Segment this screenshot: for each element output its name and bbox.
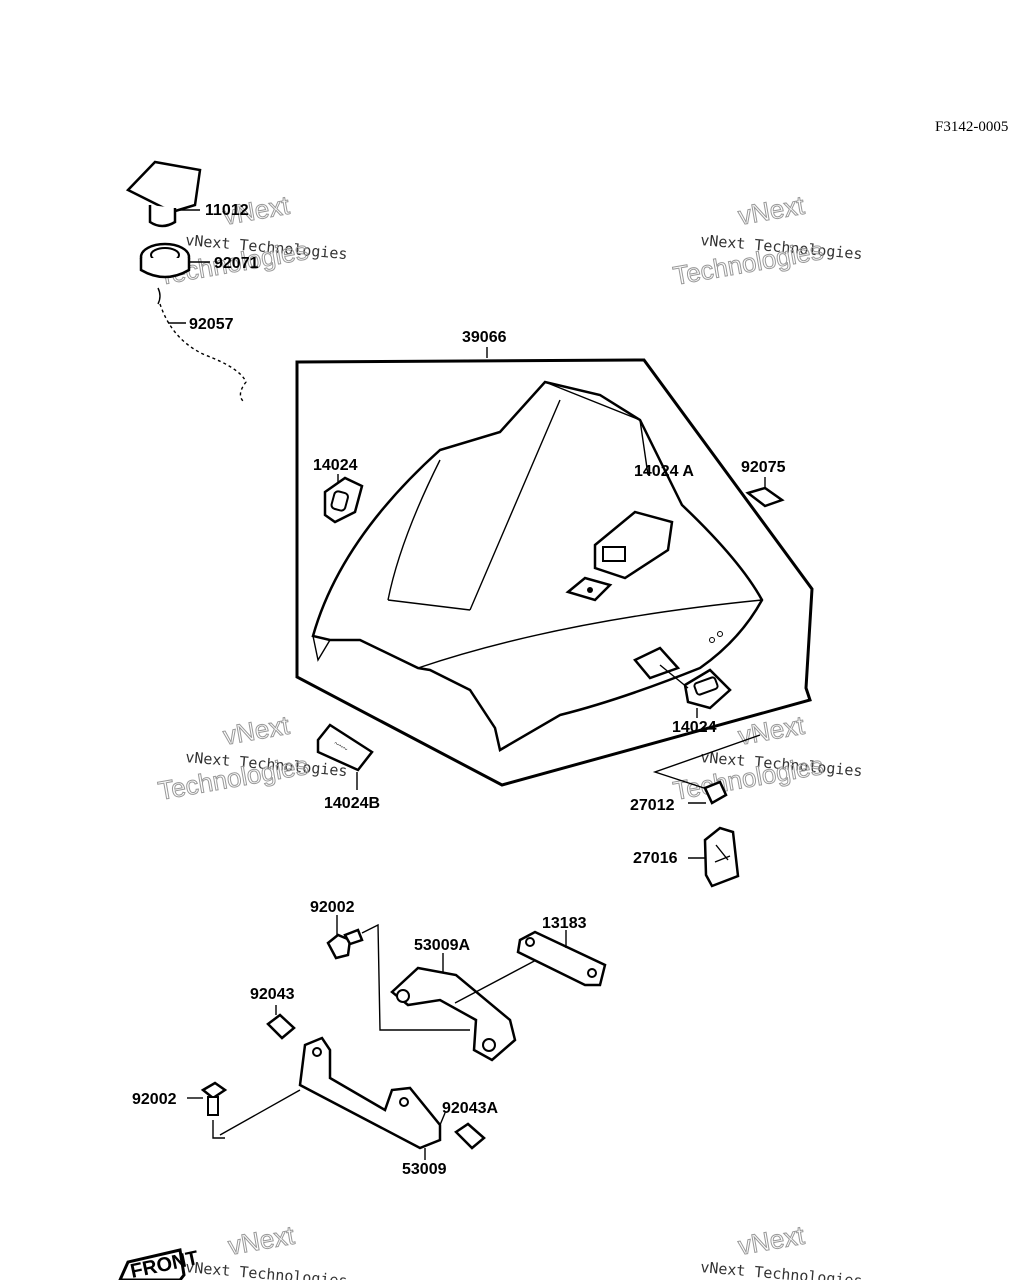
chain [157,287,247,403]
plate-13183 [516,930,607,987]
label-92043A: 92043A [442,1100,498,1117]
watermark-text: vNext Technologies [185,1258,349,1280]
bracket-53009 [219,1036,442,1160]
label-53009: 53009 [402,1161,447,1178]
label-14024-right: 14024 [672,719,717,736]
reference-code: F3142-0005 [935,119,1008,135]
rubber-cushion-left [323,474,364,524]
latch-27016 [688,826,740,888]
label-13183: 13183 [542,915,587,932]
label-14024-left: 14024 [313,457,358,474]
label-14024A: 14024 A [634,463,694,480]
label-14024B: 14024B [324,795,380,812]
watermark-brand: vNext [736,710,807,751]
fuel-cap [125,160,202,228]
pad-92075 [745,477,785,508]
label-53009A: 53009A [414,937,470,954]
grommet [139,242,210,279]
assembly-outline [295,358,814,787]
watermark-brand: vNext [226,1220,297,1261]
label-11012: 11012 [205,202,249,219]
bolt-92002-bottom [187,1081,228,1139]
watermark-brand: vNext [736,1220,807,1261]
watermark-text: vNext Technologies [700,1258,864,1280]
label-92002-bottom: 92002 [132,1091,177,1108]
collar-92043A [439,1112,486,1150]
label-92002-top: 92002 [310,899,355,916]
clip-27012 [652,734,761,805]
label-92075: 92075 [741,459,786,476]
emblem-14024B: ~~~ [316,723,374,790]
watermark-bottom-left: vNext vNext Technologies [185,1219,349,1280]
watermark-brand: vNext [221,710,292,751]
watermark-brand: vNext [736,190,807,231]
watermark-mid-left: vNext vNext Technologies Technologies [155,709,348,806]
bolt-92002-top [326,915,470,1031]
rubber-cushion-right [633,646,732,718]
label-92043: 92043 [250,986,295,1003]
label-92057: 92057 [189,316,234,333]
collar-92043 [266,1005,296,1040]
bracket-53009A [390,953,541,1062]
watermark-bottom-right: vNext vNext Technologies [700,1219,864,1280]
label-92071: 92071 [214,255,259,272]
label-27012: 27012 [630,797,675,814]
watermark-top-right: vNext vNext Technologies Technologies [670,189,863,291]
label-27016: 27016 [633,850,678,867]
label-39066: 39066 [462,329,507,346]
